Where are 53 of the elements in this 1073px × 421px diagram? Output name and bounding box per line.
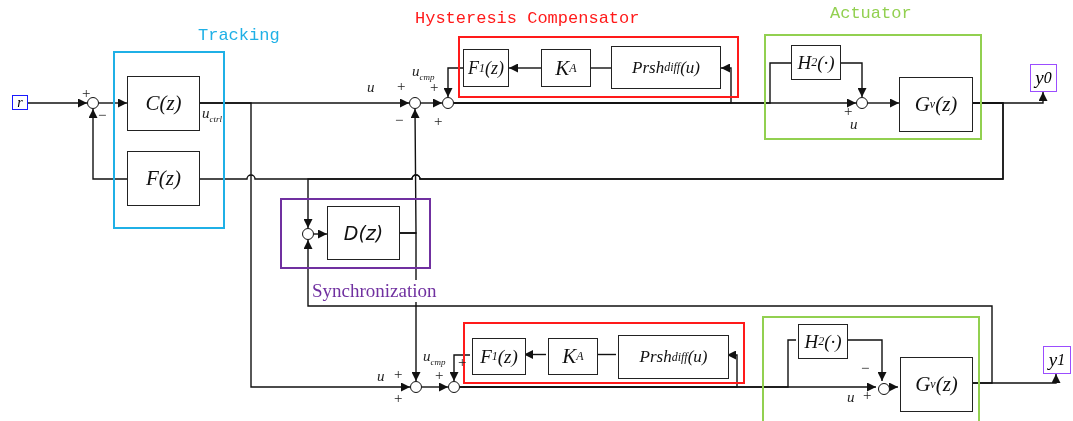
signal-label: u$_{cmp}$ xyxy=(412,64,435,82)
arrow xyxy=(303,239,993,384)
signal-label: u xyxy=(377,369,385,384)
sign-label: − xyxy=(861,361,870,376)
summing-junction xyxy=(448,381,460,393)
arrow xyxy=(508,63,542,73)
signal-label: u$_{cmp}$ xyxy=(423,349,446,367)
sign-label: + xyxy=(435,368,444,383)
signal-label: u xyxy=(850,117,858,132)
group-frame xyxy=(762,316,980,421)
sign-label: + xyxy=(394,391,403,406)
summing-junction xyxy=(878,383,890,395)
arrow xyxy=(303,102,1004,229)
transfer-function-block: C(z) xyxy=(127,76,200,131)
sign-label: + xyxy=(394,367,403,382)
signal-label: u xyxy=(847,390,855,405)
transfer-function-block: D(z) xyxy=(327,206,400,260)
sign-label: + xyxy=(430,80,439,95)
group-title: Hysteresis Compensator xyxy=(415,9,640,28)
sign-label: + xyxy=(82,86,91,101)
sign-label: + xyxy=(434,114,443,129)
summing-junction xyxy=(302,228,314,240)
arrow xyxy=(867,98,900,108)
arrow xyxy=(459,350,738,388)
sign-label: + xyxy=(397,79,406,94)
connector-line xyxy=(590,67,612,69)
summing-junction xyxy=(442,97,454,109)
group-title: Synchronization xyxy=(311,280,438,302)
arrow xyxy=(887,382,899,392)
signal-label: u xyxy=(367,80,375,95)
arrow xyxy=(420,98,443,108)
sign-label: + xyxy=(844,104,853,119)
transfer-function-block: F(z) xyxy=(127,151,200,206)
summing-junction xyxy=(87,97,99,109)
arrow xyxy=(199,102,411,392)
arrow xyxy=(840,62,867,98)
arrow xyxy=(98,98,128,108)
arrow xyxy=(313,229,328,239)
arrow xyxy=(88,108,128,180)
arrow xyxy=(453,63,732,104)
sign-label: − xyxy=(395,113,404,128)
arrow xyxy=(443,67,464,98)
signal-label: u$_{ctrl}$ xyxy=(202,106,222,124)
sign-label: + xyxy=(863,388,872,403)
group-title: Actuator xyxy=(830,4,912,23)
summing-junction xyxy=(410,381,422,393)
sign-label: − xyxy=(98,108,107,123)
group-title: Tracking xyxy=(198,26,280,45)
arrow xyxy=(421,382,449,392)
summing-junction xyxy=(409,97,421,109)
summing-junction xyxy=(856,97,868,109)
arrow xyxy=(27,98,88,108)
signal-label: r xyxy=(12,95,28,110)
